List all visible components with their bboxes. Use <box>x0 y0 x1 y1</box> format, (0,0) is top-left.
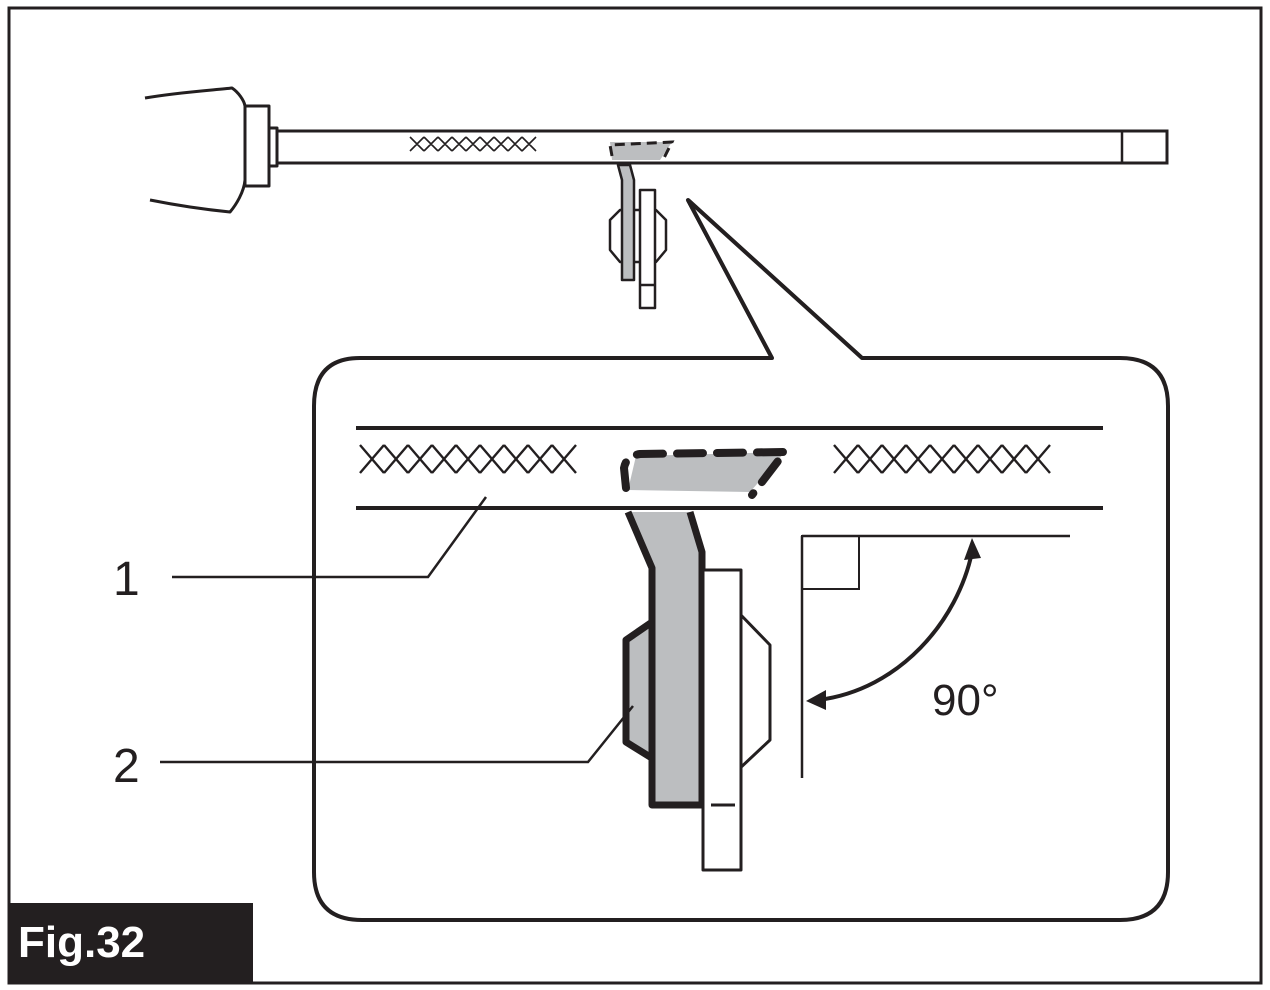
hatch-left <box>359 444 577 474</box>
right-angle-indicator <box>800 534 1070 778</box>
angle-label: 90° <box>932 676 999 725</box>
blade-icon <box>608 163 668 310</box>
overview-group <box>144 86 1169 360</box>
detail-rail <box>356 426 1103 510</box>
callout-1-label: 1 <box>113 553 140 606</box>
blade-arm <box>628 512 702 805</box>
figure-label-badge: Fig.32 <box>8 903 253 983</box>
callout-leaders <box>160 496 634 764</box>
clamp-small-dash <box>608 140 675 159</box>
callout-2-label: 2 <box>113 740 140 793</box>
blade-assembly <box>622 510 772 872</box>
clamp-large-grey <box>628 452 785 492</box>
guide-rail <box>275 129 1169 165</box>
hatch-right <box>833 444 1051 474</box>
clamp-large-dash <box>619 447 794 499</box>
figure-label: Fig.32 <box>18 918 146 967</box>
detail-bubble <box>312 198 1170 922</box>
hatch-small <box>409 136 537 152</box>
hand-icon <box>144 86 279 214</box>
clamp-small-grey <box>610 142 672 160</box>
